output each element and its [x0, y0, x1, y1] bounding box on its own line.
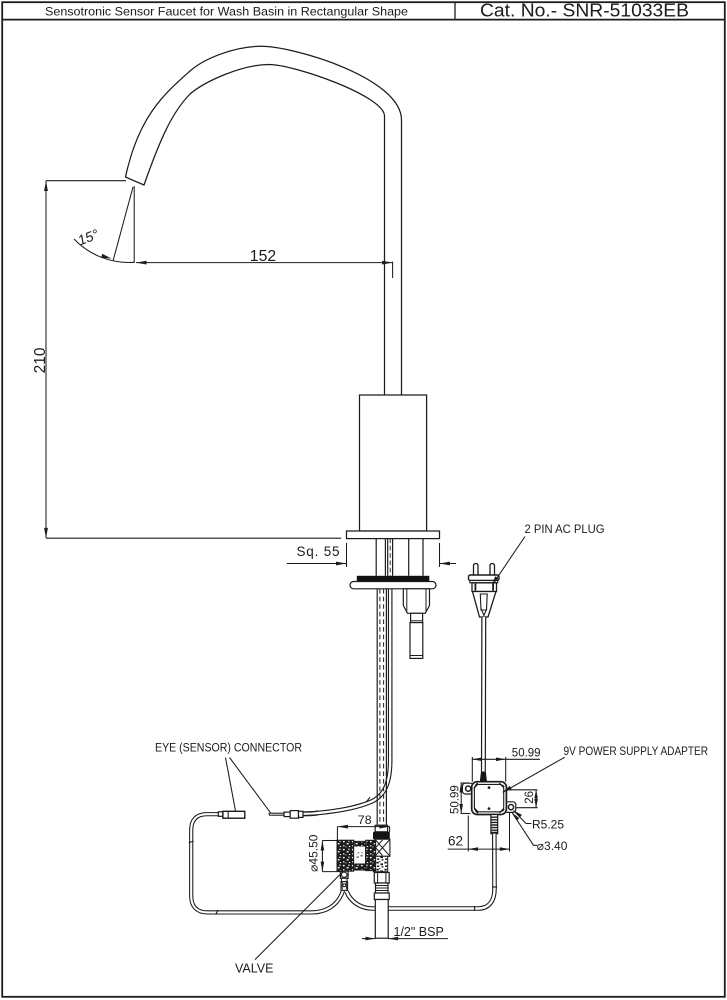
svg-text:78: 78 [358, 813, 372, 827]
svg-text:VALVE: VALVE [235, 962, 273, 976]
svg-text:15°: 15° [75, 226, 101, 249]
svg-text:62: 62 [448, 834, 463, 849]
svg-text:50.99: 50.99 [512, 748, 541, 760]
svg-text:2 PIN AC PLUG: 2 PIN AC PLUG [525, 522, 605, 536]
svg-text:⌀3.40: ⌀3.40 [537, 839, 568, 853]
svg-text:50.99: 50.99 [450, 785, 462, 814]
svg-text:Cat. No.- SNR-51033EB: Cat. No.- SNR-51033EB [480, 1, 689, 21]
svg-text:9V POWER SUPPLY ADAPTER: 9V POWER SUPPLY ADAPTER [564, 744, 709, 758]
svg-text:26: 26 [524, 791, 536, 804]
svg-text:210: 210 [32, 347, 49, 373]
svg-text:152: 152 [250, 248, 276, 265]
svg-text:⌀45.50: ⌀45.50 [307, 834, 321, 872]
svg-text:1/2" BSP: 1/2" BSP [394, 925, 444, 939]
svg-text:Sq. 55: Sq. 55 [297, 544, 341, 559]
svg-text:R5.25: R5.25 [532, 817, 564, 831]
svg-text:Sensotronic Sensor Faucet for: Sensotronic Sensor Faucet for Wash Basin… [45, 4, 408, 18]
svg-text:EYE (SENSOR) CONNECTOR: EYE (SENSOR) CONNECTOR [155, 741, 302, 755]
